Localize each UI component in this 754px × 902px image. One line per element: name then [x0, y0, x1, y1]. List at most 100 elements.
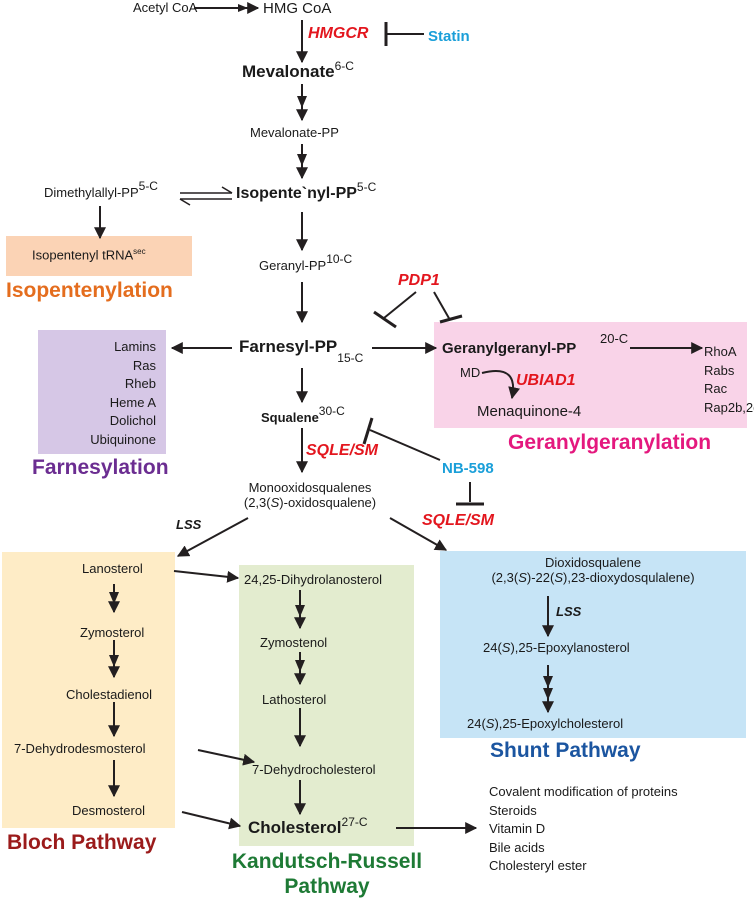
geranyl-node: Geranyl-PP10-C — [259, 252, 352, 274]
geranyl-carbons: 10-C — [326, 252, 353, 266]
isopentenyl-node: Isopente`nyl-PP5-C — [236, 180, 376, 203]
md-label: MD — [460, 365, 481, 380]
cholesterol-carbons: 27-C — [341, 815, 368, 829]
farnesyl-carbons: 15-C — [337, 351, 364, 365]
geranylgeranyl-carbons: 20-C — [600, 331, 629, 346]
kr-caption-line1: Kandutsch-Russell — [231, 850, 423, 873]
geranylgeranylation-box — [434, 322, 747, 428]
isopentenyl-trna-sup: sec — [133, 247, 146, 256]
output-item: Bile acids — [489, 839, 545, 855]
isopentenyl-trna-node: Isopentenyl tRNAsec — [32, 247, 146, 263]
ubiad1-enzyme: UBIAD1 — [516, 372, 576, 389]
gg-target-item: Rabs — [704, 362, 735, 378]
statin-inhibitor: Statin — [428, 28, 470, 45]
oxidosqualene-part: (2,3( — [243, 494, 271, 510]
farnesyl-label: Farnesyl-PP — [239, 337, 338, 356]
oxidosqualene-part: )-oxidosqualene) — [279, 494, 377, 510]
epoxycholesterol-part: ),25-Epoxylcholesterol — [494, 716, 624, 731]
farnesylation-item: Lamins — [114, 339, 156, 354]
kr-caption-line2: Pathway — [284, 875, 370, 898]
isopentenyl-carbons: 5-C — [356, 180, 377, 194]
farnesylation-item: Rheb — [124, 376, 156, 391]
dioxidosqualene-node: Dioxidosqualene (2,3(S)-22(S),23-dioxydo… — [445, 555, 741, 586]
epoxylanosterol-label: 24(S),25-Epoxylanosterol — [483, 640, 630, 656]
isopentenyl-label: Isopente`nyl-PP — [236, 185, 357, 202]
stereo-s: S — [485, 716, 495, 731]
geranyl-label: Geranyl-PP — [259, 258, 327, 273]
stereo-s: S — [554, 569, 563, 585]
geranylgeranyl-label: Geranylgeranyl-PP — [442, 340, 577, 357]
farnesyl-node: Farnesyl-PP15-C — [239, 337, 363, 365]
gg-target-item: Rap2b,2c — [704, 399, 754, 415]
lathosterol-label: Lathosterol — [262, 692, 327, 707]
menaquinone-label: Menaquinone-4 — [477, 403, 582, 420]
cholesterol-label: Cholesterol — [248, 818, 342, 837]
squalene-carbons: 30-C — [318, 404, 345, 418]
epoxycholesterol-part: 24( — [467, 716, 486, 731]
sqle-enzyme-2: SQLE/SM — [422, 512, 495, 529]
dimethylallyl-node: Dimethylallyl-PP5-C — [44, 179, 158, 201]
gg-targets: RhoA Rabs Rac Rap2b,2c — [704, 343, 754, 417]
bloch-box — [2, 552, 175, 828]
farnesylation-caption: Farnesylation — [32, 456, 169, 479]
geranylgeranyl-node: Geranylgeranyl-PP — [442, 340, 576, 357]
gg-target-item: Rac — [704, 381, 728, 396]
lss-enzyme-right: LSS — [556, 604, 582, 619]
bloch-caption: Bloch Pathway — [7, 831, 157, 854]
dehydrocholesterol-label: 7-Dehydrocholesterol — [252, 762, 376, 777]
acetyl-coa-label: Acetyl CoA — [133, 0, 198, 15]
dimethylallyl-carbons: 5-C — [138, 179, 158, 193]
shunt-caption: Shunt Pathway — [490, 739, 641, 762]
isopentenyl-trna-label: Isopentenyl tRNA — [32, 247, 134, 263]
kandutsch-russell-caption: Kandutsch-Russell Pathway — [210, 849, 444, 899]
pdp1-enzyme: PDP1 — [398, 272, 440, 289]
farnesylation-list: Lamins Ras Rheb Heme A Dolichol Ubiquino… — [52, 338, 156, 449]
isopentenylation-box — [6, 236, 192, 276]
lanosterol-label: Lanosterol — [82, 561, 143, 576]
kandutsch-russell-box — [239, 565, 414, 846]
mevalonate-pp-label: Mevalonate-PP — [250, 125, 339, 140]
monooxidosqualenes-node: Monooxidosqualenes (2,3(S)-oxidosqualene… — [220, 480, 400, 511]
dehydrodesmosterol-label: 7-Dehydrodesmosterol — [14, 741, 146, 756]
sqle-enzyme-1: SQLE/SM — [306, 442, 379, 459]
cholestadienol-label: Cholestadienol — [66, 687, 153, 702]
hmg-coa-label: HMG CoA — [263, 0, 332, 17]
farnesylation-box — [38, 330, 166, 454]
shunt-box — [440, 551, 746, 738]
epoxylanosterol-part: ),25-Epoxylanosterol — [510, 640, 630, 655]
dimethylallyl-label: Dimethylallyl-PP — [44, 185, 139, 200]
dioxido-part: (2,3( — [491, 569, 519, 585]
output-item: Covalent modification of proteins — [489, 784, 678, 799]
dihydrolanosterol-label: 24,25-Dihydrolanosterol — [244, 572, 383, 587]
dioxydosqualene-label: (2,3(S)-22(S),23-dioxydosqulalene) — [445, 569, 741, 586]
squalene-label: Squalene — [261, 410, 319, 425]
dioxido-part: )-22( — [526, 569, 555, 585]
mevalonate-carbons: 6-C — [334, 59, 354, 73]
farnesylation-item: Ubiquinone — [90, 431, 156, 447]
squalene-node: Squalene30-C — [261, 404, 345, 426]
farnesylation-item: Dolichol — [109, 413, 156, 428]
monooxidosqualenes-label: Monooxidosqualenes — [248, 480, 372, 495]
isopentenylation-caption: Isopentenylation — [6, 279, 173, 302]
desmosterol-label: Desmosterol — [72, 803, 145, 818]
geranylgeranylation-caption: Geranylgeranylation — [508, 431, 712, 454]
stereo-s: S — [518, 569, 527, 585]
output-item: Cholesteryl ester — [489, 858, 587, 873]
gg-target-item: RhoA — [704, 344, 737, 359]
mevalonate-label: Mevalonate — [242, 62, 335, 81]
output-item: Steroids — [489, 802, 537, 818]
mevalonate-node: Mevalonate6-C — [242, 59, 354, 82]
farnesylation-item: Heme A — [109, 394, 156, 410]
output-item: Vitamin D — [489, 821, 546, 836]
epoxylanosterol-part: 24( — [483, 640, 502, 655]
nb598-inhibitor: NB-598 — [442, 460, 494, 477]
hmgcr-enzyme: HMGCR — [308, 25, 369, 42]
stereo-s: S — [270, 494, 280, 510]
dioxido-part: ),23-dioxydosqulalene) — [563, 569, 695, 585]
epoxycholesterol-label: 24(S),25-Epoxylcholesterol — [467, 716, 624, 732]
zymosterol-label: Zymosterol — [80, 625, 145, 640]
zymostenol-label: Zymostenol — [260, 635, 328, 650]
oxidosqualene-label: (2,3(S)-oxidosqualene) — [220, 494, 400, 511]
